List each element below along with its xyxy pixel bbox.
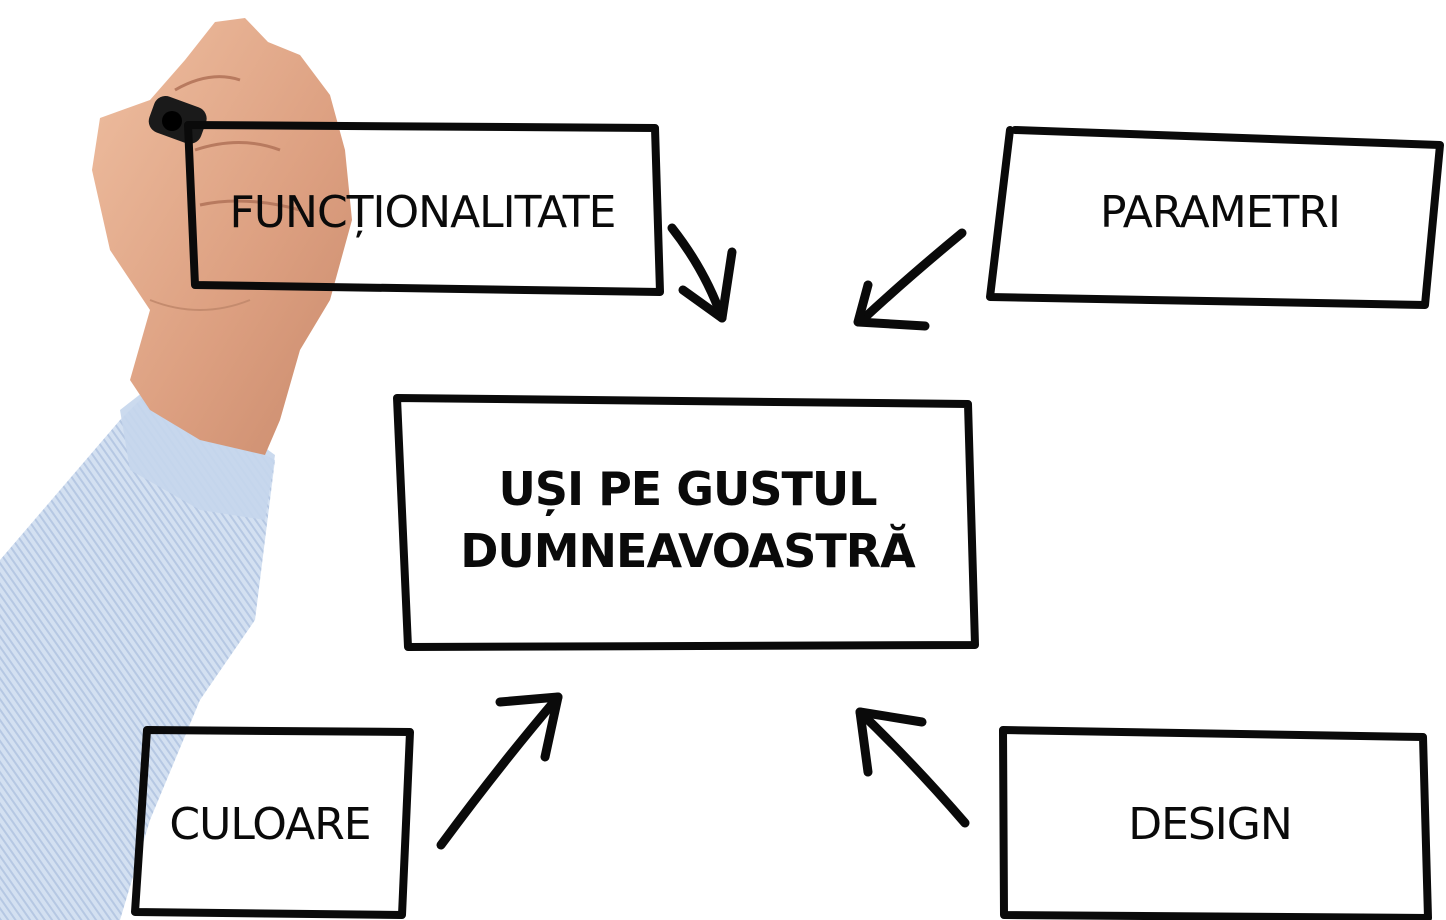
hand-holding-marker-icon [0, 18, 352, 920]
arrow-functionality-to-center [667, 223, 737, 323]
arrow-design-to-center [855, 707, 970, 828]
box-parameters [986, 126, 1444, 309]
node-color-label: CULOARE [169, 799, 371, 850]
arrow-color-to-center [436, 692, 563, 850]
box-design [999, 726, 1432, 920]
node-parameters-label: PARAMETRI [1100, 187, 1341, 238]
center-title-line-1: UȘI PE GUSTUL [498, 462, 877, 516]
node-design-label: DESIGN [1128, 799, 1293, 850]
center-title-line-2: DUMNEAVOASTRĂ [460, 524, 916, 578]
node-functionality-label: FUNCȚIONALITATE [229, 187, 617, 238]
arrow-parameters-to-center [853, 228, 967, 331]
box-color [131, 726, 414, 919]
box-center [393, 394, 979, 651]
box-functionality [184, 121, 664, 296]
